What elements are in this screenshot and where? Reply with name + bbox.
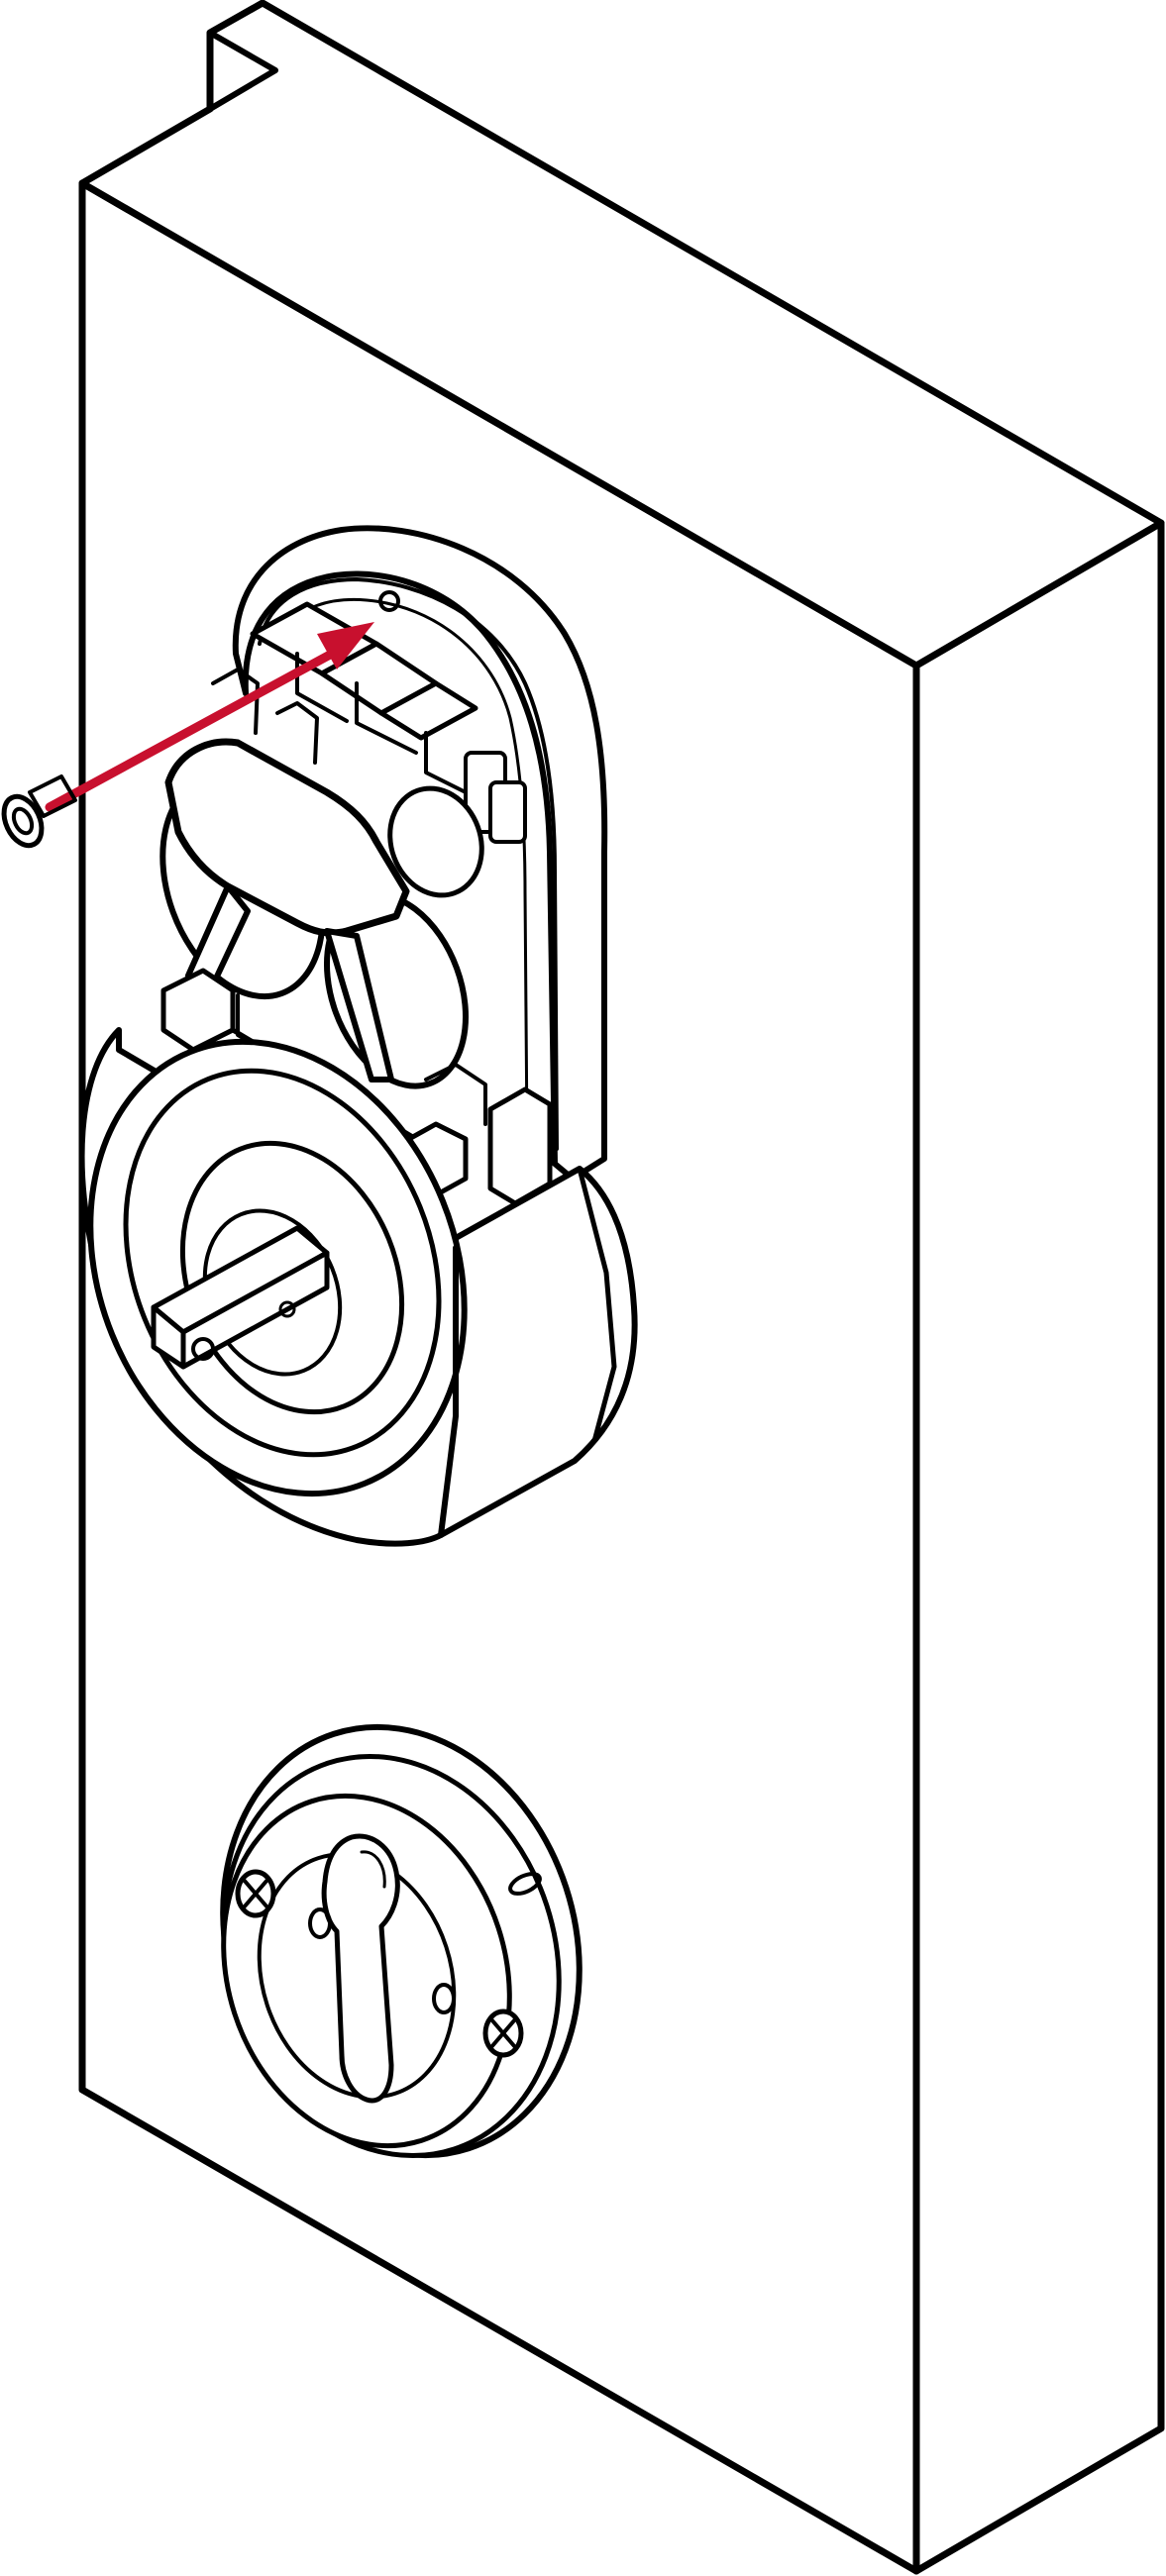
backplate-outline xyxy=(232,525,608,1182)
inner-lock-assembly xyxy=(78,525,638,1547)
screw-icon xyxy=(1,774,77,849)
door-side-face xyxy=(912,519,1165,2575)
rose-screw-left xyxy=(235,1869,276,1918)
cylinder-rose xyxy=(220,1723,583,2159)
thumb-turn xyxy=(159,738,484,1089)
rose-screw-right xyxy=(482,2009,524,2058)
backplate-inner-rim xyxy=(258,577,559,1151)
door-top-notch xyxy=(207,30,278,112)
cylinder-housing xyxy=(78,1027,638,1547)
euro-keyhole xyxy=(321,1833,400,2104)
insertion-arrow-icon xyxy=(45,622,374,812)
